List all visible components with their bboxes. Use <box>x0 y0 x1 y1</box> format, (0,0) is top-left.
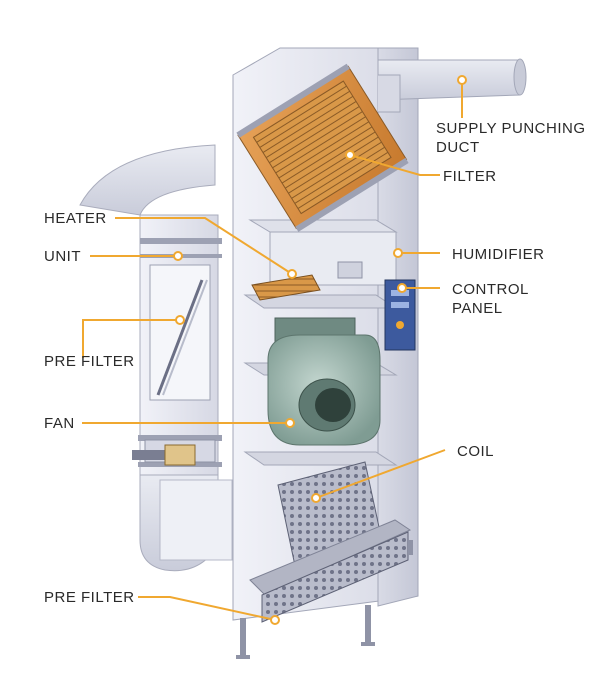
bottom-filter-rack <box>249 519 412 623</box>
label-pre-filter-upper: PRE FILTER <box>44 353 135 370</box>
callout-lines <box>82 80 463 621</box>
callout-dots <box>173 75 467 625</box>
label-control-line2: PANEL <box>452 300 503 317</box>
label-unit: UNIT <box>44 248 81 265</box>
supply-duct <box>377 58 527 113</box>
damper-actuator <box>132 444 196 466</box>
label-supply-punching-duct: SUPPLY PUNCHING DUCT <box>436 119 585 157</box>
label-supply-line1: SUPPLY PUNCHING <box>436 120 586 137</box>
label-filter: FILTER <box>443 168 497 185</box>
cabinet-legs <box>236 540 413 659</box>
label-coil: COIL <box>457 443 495 460</box>
label-supply-line2: DUCT <box>436 139 480 156</box>
label-fan: FAN <box>44 415 75 432</box>
label-humidifier: HUMIDIFIER <box>452 246 545 263</box>
label-control-line1: CONTROL <box>452 281 529 298</box>
label-control-panel: CONTROL PANEL <box>452 280 529 318</box>
pre-filter-panel-upper <box>149 264 211 401</box>
fan-assembly <box>267 317 381 446</box>
humidifier-box <box>269 231 397 286</box>
main-filter <box>236 63 409 232</box>
label-pre-filter-lower: PRE FILTER <box>44 589 135 606</box>
label-heater: HEATER <box>44 210 107 227</box>
